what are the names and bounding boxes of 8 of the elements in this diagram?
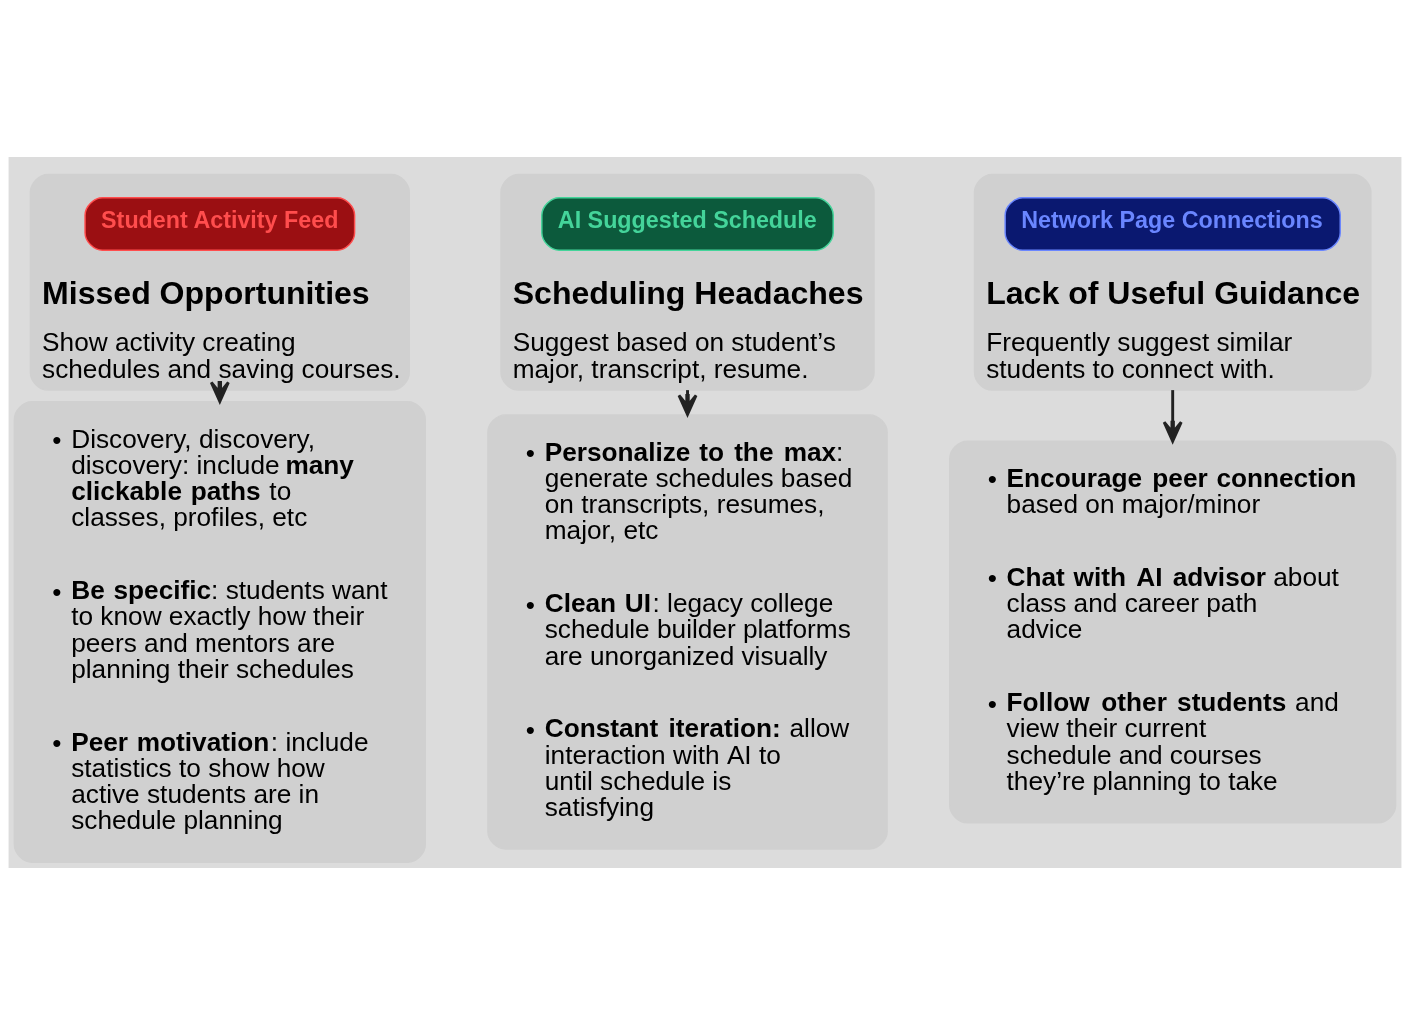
node-box: Student Activity Feed xyxy=(84,197,356,251)
arrow xyxy=(1162,390,1183,443)
node-box: Network Page Connections xyxy=(1004,197,1341,251)
node-box: • Encourage peer connection based on major/minor • Chat with AI advisor about class and career path advice • Follow other students and view their current schedule and courses they’re planning to take xyxy=(949,440,1397,824)
node-box: • Personalize to the max: generate schedules based on transcripts, resumes, major, etc • Clean UI: legacy college schedule builder platforms are unorganized visually • Constant iteration: allow interaction with AI to until schedule is satisfying xyxy=(487,414,888,850)
arrow xyxy=(209,381,230,403)
node-box: AI Suggested Schedule xyxy=(541,197,834,251)
node-box: • Discovery, discovery, discovery: include many clickable paths to classes, profiles, etc • Be specific: students want to know exactly how their peers and mentors are planning their schedules • Peer motivation: include statistics to show how active students are in schedule planning xyxy=(13,401,426,863)
